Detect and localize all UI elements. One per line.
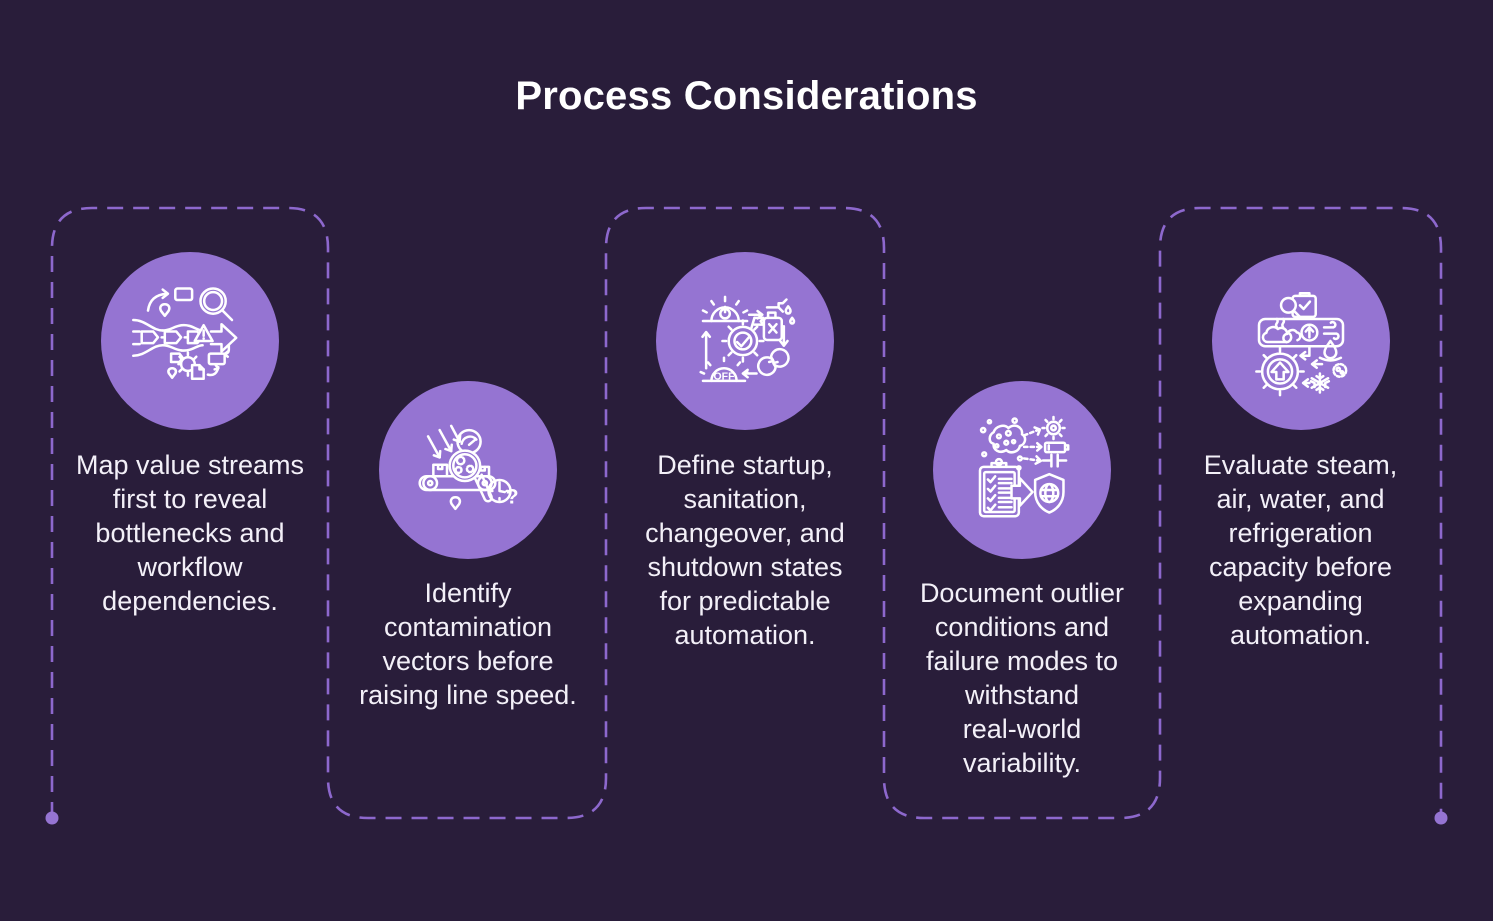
icon-circle-1 xyxy=(101,252,279,430)
failure-documentation-icon xyxy=(978,415,1070,518)
process-card-1: Map value streams first to reveal bottle… xyxy=(52,0,328,921)
process-card-2: ? Identify contamination vectors before … xyxy=(330,0,606,921)
icon-circle-4 xyxy=(933,381,1111,559)
process-card-3: OFF Define startup, sanitation, changeov… xyxy=(606,0,884,921)
svg-text:?: ? xyxy=(506,486,519,509)
icon-circle-3: OFF xyxy=(656,252,834,430)
contamination-inspection-icon: ? xyxy=(418,424,519,511)
card-text-2: Identify contamination vectors before ra… xyxy=(359,578,577,710)
machine-states-icon: OFF xyxy=(699,295,796,382)
card-text-4: Document outlier conditions and failure … xyxy=(919,578,1125,778)
icon-circle-2: ? xyxy=(379,381,557,559)
card-text-3: Define startup, sanitation, changeover, … xyxy=(645,450,845,650)
process-card-5: Evaluate steam, air, water, and refriger… xyxy=(1160,0,1441,921)
card-text-5: Evaluate steam, air, water, and refriger… xyxy=(1203,450,1398,650)
value-stream-map-icon xyxy=(132,287,238,381)
process-card-4: Document outlier conditions and failure … xyxy=(884,0,1160,921)
icon-circle-5 xyxy=(1211,252,1390,430)
card-text-1: Map value streams first to reveal bottle… xyxy=(75,450,305,616)
page-title: Process Considerations xyxy=(515,74,978,118)
svg-text:OFF: OFF xyxy=(714,370,736,382)
utility-capacity-icon xyxy=(1254,291,1347,397)
